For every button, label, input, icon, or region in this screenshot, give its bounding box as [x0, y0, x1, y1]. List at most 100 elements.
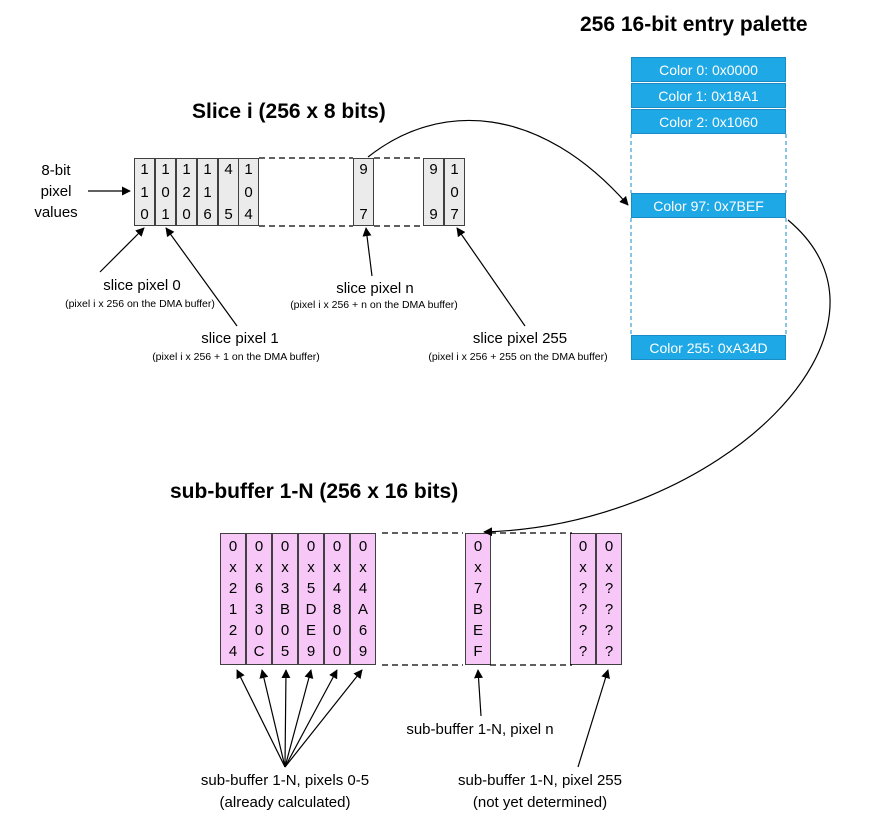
subbuffer-fan-arrow: [284, 669, 314, 768]
subbuffer-pixel-cell-char: x: [307, 559, 315, 576]
subbuffer-pixel-cell-char: ?: [578, 601, 588, 618]
subbuffer-pixel-cell-char: ?: [578, 580, 588, 597]
subbuffer-pixel-cell-char: x: [255, 559, 263, 576]
subbuffer-pixel-cell-char: 0: [280, 538, 290, 555]
slice-pixel-255-sub: (pixel i x 256 + 255 on the DMA buffer): [428, 351, 608, 363]
subbuffer-pixel-cell-char: 2: [228, 622, 238, 639]
slice-dashed-gap: [259, 157, 423, 227]
subbuffer-pixel-cell-char: ?: [604, 580, 614, 597]
subbuffer-pixel-cell-char: 5: [306, 580, 316, 597]
subbuffer-pixel-255-arrow: [577, 669, 610, 768]
subbuffer-pixel-cell-char: E: [305, 622, 316, 639]
subbuffer-pixel-cell-char: ?: [604, 622, 614, 639]
slice-pixel-cell: 1 1 0: [134, 158, 155, 226]
slice-pixel-n-label: slice pixel n: [336, 280, 414, 297]
slice-pixel-cell-char: 1: [161, 206, 170, 223]
subbuffer-title: sub-buffer 1-N (256 x 16 bits): [170, 480, 459, 503]
subbuffer-fan-arrow: [284, 669, 363, 768]
slice-pixel-cell-char: 1: [140, 161, 149, 178]
subbuffer-pixel-cell-char: E: [472, 622, 483, 639]
subbuffer-fan-arrow: [236, 669, 286, 768]
subbuffer-pixel-255-label: sub-buffer 1-N, pixel 255: [458, 772, 622, 789]
slice-pixel-cell-char: 1: [182, 161, 191, 178]
palette-dashed-frame: [630, 134, 787, 335]
subbuffer-pixel-cell-char: A: [357, 601, 368, 618]
slice-pixel-0-sub: (pixel i x 256 on the DMA buffer): [65, 298, 215, 310]
slice-pixel-cell-char: 5: [224, 206, 233, 223]
slice-pixel-cell-char: 1: [140, 183, 149, 201]
subbuffer-pixel-cell-char: 6: [358, 622, 368, 639]
slice-pixel-n-sub: (pixel i x 256 + n on the DMA buffer): [290, 299, 458, 311]
slice-pixel-255-arrow: [456, 227, 526, 327]
write-arrow: [483, 219, 831, 537]
slice-pixel-cell-char: 0: [161, 183, 170, 201]
subbuffer-pixel-cell-char: ?: [578, 622, 588, 639]
subbuffer-pixel-cell-char: D: [305, 601, 317, 618]
slice-pixel-cell-char: 0: [450, 183, 459, 201]
subbuffer-pixel-cell-char: 4: [228, 643, 238, 660]
subbuffer-pixel-cell-char: x: [579, 559, 587, 576]
palette-title: 256 16-bit entry palette: [580, 13, 808, 36]
subbuffer-pixels-0-5-label: sub-buffer 1-N, pixels 0-5: [200, 772, 370, 789]
slice-pixel-cell-char: 6: [203, 206, 212, 223]
subbuffer-pixel-cell-char: 0: [578, 538, 588, 555]
subbuffer-pixel-cell-char: F: [473, 643, 483, 660]
slice-pixel-cell: 1 1 6: [197, 158, 218, 226]
subbuffer-pixel-cell-char: 0: [306, 538, 316, 555]
subbuffer-pixel-cell-char: x: [474, 559, 482, 576]
subbuffer-pixel-cell-char: x: [281, 559, 289, 576]
subbuffer-pixel-cell-char: 0: [332, 643, 342, 660]
subbuffer-pixel-cell-char: 0: [473, 538, 483, 555]
subbuffer-pixel-cell-char: 2: [228, 580, 238, 597]
slice-title: Slice i (256 x 8 bits): [192, 100, 386, 123]
slice-pixel-cell-char: 4: [224, 161, 233, 178]
slice-pixel-cell-char: 0: [140, 206, 149, 223]
slice-pixel-n-arrow: [362, 227, 373, 277]
slice-pixel-0-arrow: [99, 227, 145, 273]
subbuffer-pixel-cell-char: B: [472, 601, 483, 618]
subbuffer-pixel-cell-char: C: [253, 643, 265, 660]
slice-pixel-255-label: slice pixel 255: [472, 330, 568, 347]
subbuffer-pixel-cell-char: 0: [332, 538, 342, 555]
subbuffer-pixel-cell-char: 0: [254, 622, 264, 639]
input-label: 8-bit pixel values: [30, 160, 82, 223]
palette-entry-1: Color 1: 0x18A1: [631, 83, 786, 108]
palette-entry-0: Color 0: 0x0000: [631, 57, 786, 82]
slice-pixel-cell-char: 1: [203, 161, 212, 178]
input-label-line: 8-bit: [41, 162, 71, 179]
subbuffer-fan-arrow: [281, 669, 291, 768]
slice-pixel-0-label: slice pixel 0: [103, 277, 181, 294]
subbuffer-pixel-cell-char: 0: [228, 538, 238, 555]
subbuffer-pixel-cell-char: 1: [228, 601, 238, 618]
slice-pixel-cell-char: 0: [182, 206, 191, 223]
subbuffer-pixel-cell-char: 0: [332, 622, 342, 639]
slice-pixel-cell-char: 0: [244, 183, 253, 201]
subbuffer-pixel-cell-char: 3: [254, 601, 264, 618]
subbuffer-fan-arrow: [284, 669, 338, 768]
subbuffer-pixel-cell-char: ?: [578, 643, 588, 660]
subbuffer-pixel-cell-char: x: [229, 559, 237, 576]
subbuffer-pixel-cell-char: ?: [604, 643, 614, 660]
slice-pixel-cell-char: 9: [359, 161, 368, 178]
palette-entry-97: Color 97: 0x7BEF: [631, 193, 786, 218]
lookup-arrow: [367, 119, 629, 206]
subbuffer-pixel-cell-char: 6: [254, 580, 264, 597]
subbuffer-pixel-cell-char: 9: [358, 643, 368, 660]
subbuffer-pixel-cell-char: 4: [358, 580, 368, 597]
slice-pixel-cell-char: 2: [182, 183, 191, 201]
slice-pixel-1-sub: (pixel i x 256 + 1 on the DMA buffer): [152, 351, 320, 363]
subbuffer-pixel-cell-char: 3: [280, 580, 290, 597]
subbuffer-pixel-cell-char: 5: [280, 643, 290, 660]
slice-pixel-cell-char: 1: [203, 183, 212, 201]
input-label-line: pixel: [40, 183, 72, 200]
subbuffer-pixel-n-label: sub-buffer 1-N, pixel n: [406, 721, 554, 738]
subbuffer-pixel-n-arrow: [474, 669, 484, 717]
